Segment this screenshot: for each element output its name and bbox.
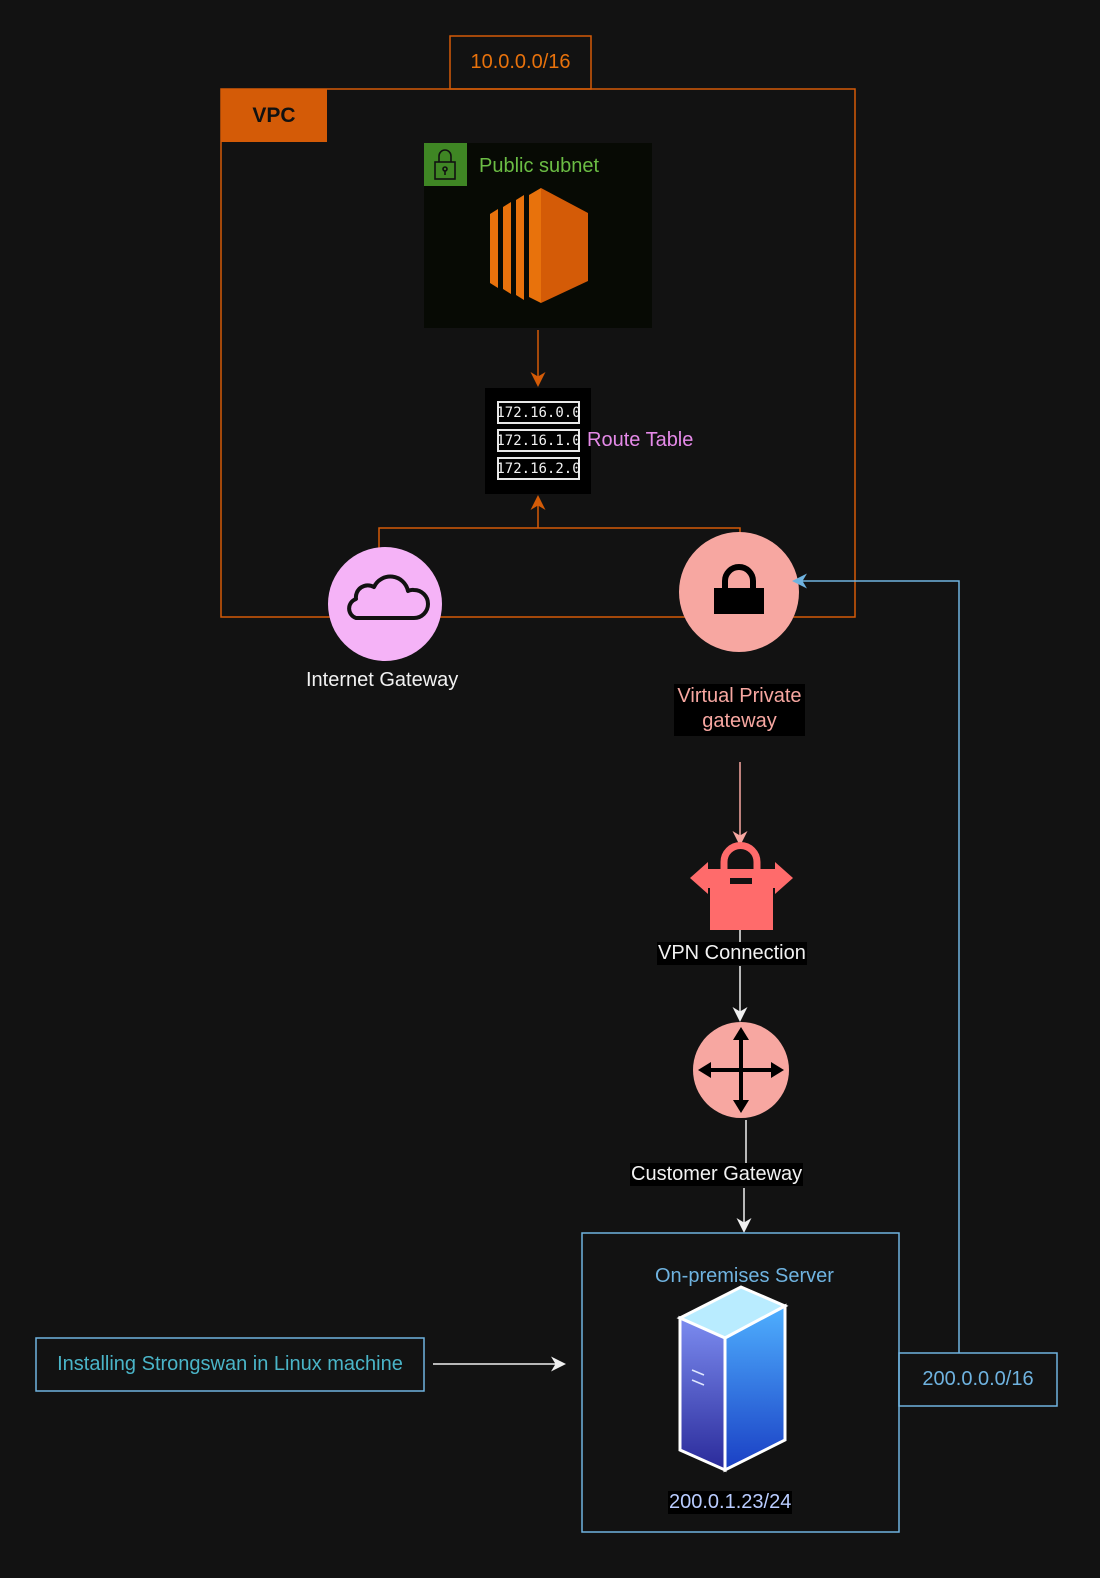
vpn-connection-label: VPN Connection	[657, 942, 807, 965]
install-note-box	[35, 1337, 425, 1392]
server-icon	[676, 1285, 789, 1473]
vpc-badge: VPC	[221, 89, 327, 142]
onprem-to-vpg-arrow	[792, 573, 960, 1353]
public-subnet-label: Public subnet	[479, 155, 600, 177]
igw-to-route-connector	[378, 527, 741, 552]
vpc-cidr-box	[449, 35, 592, 90]
route-entry-0: 172.16.0.0	[496, 401, 581, 424]
onprem-label: On-premises Server	[655, 1265, 834, 1287]
cloud-icon	[347, 574, 430, 620]
vpg-label: Virtual Private gateway	[674, 684, 805, 736]
vpc-cidr-label: 10.0.0.0/16	[470, 51, 571, 73]
onprem-cidr-label: 200.0.0.0/16	[922, 1368, 1034, 1390]
ec2-instance-icon	[490, 188, 588, 303]
route-entry-2: 172.16.2.0	[496, 457, 581, 480]
vpg-label-line2: gateway	[702, 710, 777, 732]
vpn-connection-icon	[690, 842, 793, 930]
onprem-cidr-box	[898, 1352, 1058, 1407]
route-entry-1: 172.16.1.0	[496, 429, 581, 452]
install-note-label: Installing Strongswan in Linux machine	[57, 1353, 403, 1375]
customer-gateway-label: Customer Gateway	[630, 1163, 804, 1186]
padlock-icon	[714, 564, 764, 614]
internet-gateway-circle	[328, 547, 442, 661]
route-table-label: Route Table	[587, 429, 694, 451]
router-icon	[698, 1027, 784, 1113]
onprem-ip-label: 200.0.1.23/24	[668, 1491, 793, 1514]
lock-icon	[434, 149, 456, 180]
vpg-label-line1: Virtual Private	[677, 685, 802, 707]
internet-gateway-label: Internet Gateway	[306, 669, 459, 691]
